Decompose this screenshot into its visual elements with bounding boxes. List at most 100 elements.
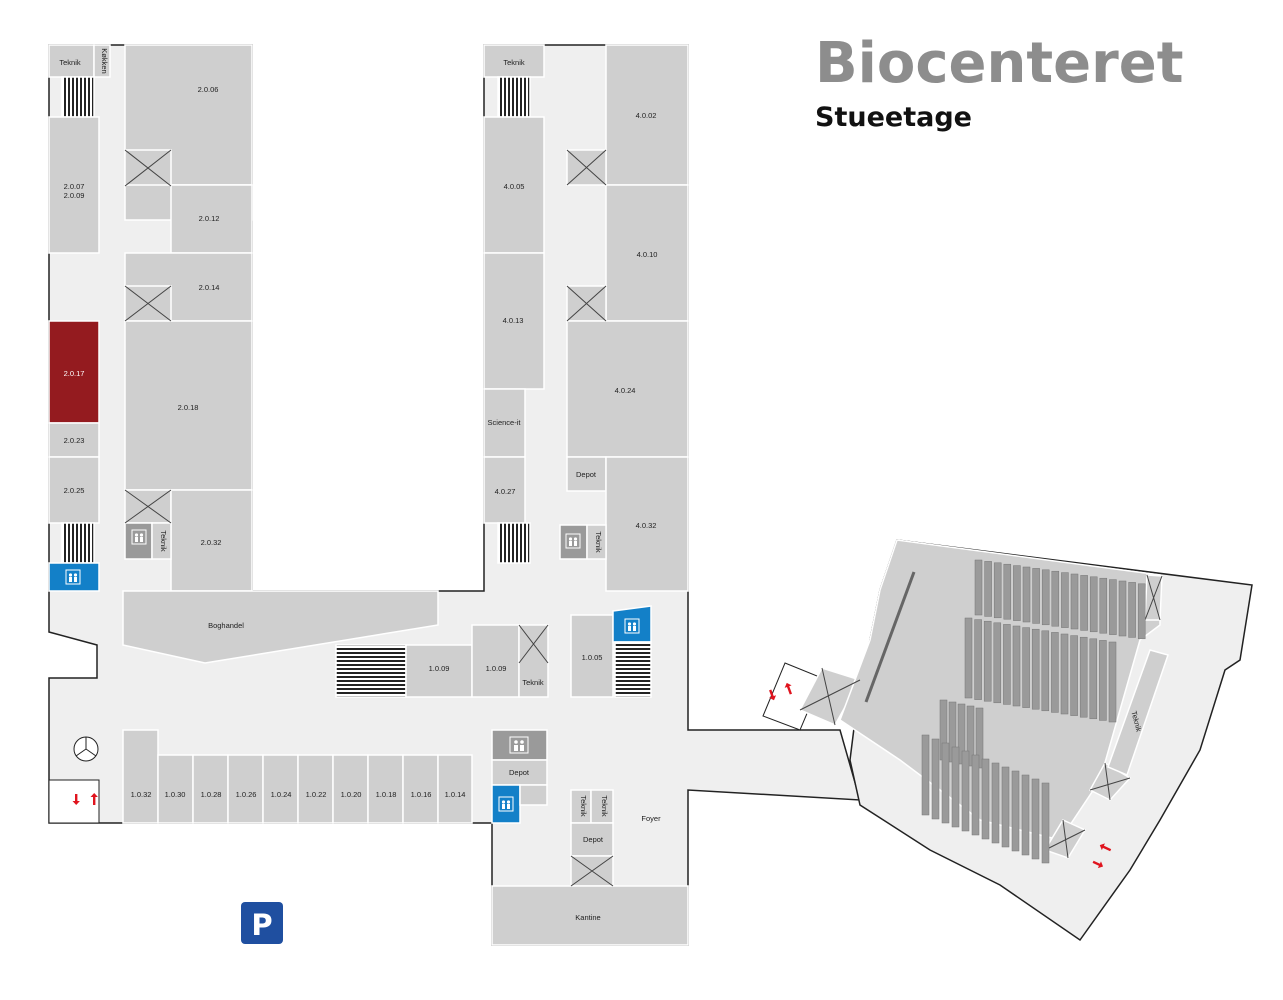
- room-teknik-c[interactable]: [518, 624, 549, 698]
- room-1-0-32[interactable]: [122, 729, 159, 824]
- room-2-0-23[interactable]: [48, 422, 100, 458]
- elevator-icon: [565, 533, 581, 549]
- room-4-0-05[interactable]: [483, 116, 545, 254]
- room-science-it[interactable]: [483, 388, 526, 458]
- room-1-0-26[interactable]: [227, 754, 264, 824]
- room-1-0-16[interactable]: [402, 754, 439, 824]
- west-shaft-crosses: [124, 149, 172, 524]
- label-teknik-w: Teknik: [159, 530, 168, 552]
- shaft-cross-s: [570, 855, 614, 887]
- room-kantine[interactable]: [491, 885, 689, 946]
- seat-row: [1031, 628, 1040, 710]
- elevator-blue-2[interactable]: [612, 605, 652, 643]
- elevator-gray-1[interactable]: [124, 522, 153, 560]
- label-4-0-02: 4.0.02: [636, 111, 657, 120]
- seat-row: [993, 562, 1002, 619]
- room-teknik-e[interactable]: [586, 524, 607, 560]
- room-1-0-18[interactable]: [367, 754, 404, 824]
- label-2-0-17: 2.0.17: [64, 369, 85, 378]
- floor-title: Stueetage: [815, 102, 972, 133]
- room-teknik-nw[interactable]: [48, 44, 95, 78]
- elevator-blue-3[interactable]: [491, 784, 521, 824]
- label-1-0-05: 1.0.05: [582, 653, 603, 662]
- room-4-0-10[interactable]: [605, 184, 689, 322]
- label-science-it: Science-it: [488, 418, 522, 427]
- label-4-0-32: 4.0.32: [636, 521, 657, 530]
- label-teknik-c: Teknik: [522, 678, 544, 687]
- seat-row: [1011, 770, 1020, 852]
- seat-row: [1080, 575, 1088, 631]
- seat-row: [966, 705, 975, 767]
- room-teknik-ne[interactable]: [483, 44, 545, 78]
- room-boghandel[interactable]: [122, 590, 439, 664]
- map-header: Biocenteret Stueetage: [815, 30, 1184, 133]
- room-depot-e[interactable]: [566, 456, 607, 492]
- label-1-0-09-b: 1.0.09: [486, 664, 507, 673]
- room-2-0-18[interactable]: [124, 320, 253, 491]
- room-4-0-13[interactable]: [483, 252, 545, 390]
- parking-sign[interactable]: P: [241, 902, 283, 944]
- label-2-0-14: 2.0.14: [199, 283, 220, 292]
- seat-row: [1041, 630, 1050, 712]
- room-1-0-28[interactable]: [192, 754, 229, 824]
- room-1-0-14[interactable]: [437, 754, 473, 824]
- room-2-0-17[interactable]: [48, 320, 100, 424]
- label-2-0-23: 2.0.23: [64, 436, 85, 445]
- stairs-e: [614, 641, 652, 698]
- room-1-0-09-b[interactable]: [471, 624, 520, 698]
- room-2-0-32[interactable]: [170, 489, 253, 592]
- room-depot-s2[interactable]: [570, 822, 614, 857]
- seat-row: [974, 619, 982, 700]
- room-small-s: [519, 784, 548, 806]
- seat-row: [971, 754, 980, 836]
- room-4-0-32[interactable]: [605, 456, 689, 592]
- room-4-0-02[interactable]: [605, 44, 689, 186]
- room-teknik-aud[interactable]: [1107, 649, 1169, 777]
- seat-row: [1013, 565, 1021, 621]
- seat-row: [1021, 774, 1030, 856]
- label-kantine: Kantine: [575, 913, 600, 922]
- room-2-0-12[interactable]: [170, 184, 253, 254]
- room-depot-s[interactable]: [491, 759, 548, 786]
- building-title: Biocenteret: [815, 31, 1184, 96]
- room-1-0-20[interactable]: [332, 754, 369, 824]
- auditorium-shaft-crosses: [799, 574, 1163, 859]
- room-kokken[interactable]: [93, 44, 111, 78]
- room-2-0-07[interactable]: [48, 116, 100, 254]
- label-1-0-28: 1.0.28: [201, 790, 222, 799]
- seat-row: [961, 750, 970, 832]
- elevator-gray-3[interactable]: [491, 729, 548, 761]
- stairs-central: [335, 644, 407, 698]
- revolving-door-icon[interactable]: [73, 736, 99, 762]
- room-4-0-27[interactable]: [483, 456, 526, 524]
- seat-row: [1061, 572, 1069, 628]
- label-2-0-12: 2.0.12: [199, 214, 220, 223]
- elevator-icon: [498, 796, 514, 812]
- label-teknik-s1: Teknik: [579, 795, 588, 817]
- label-4-0-24: 4.0.24: [615, 386, 636, 395]
- seat-row: [941, 742, 950, 824]
- label-1-0-09-a: 1.0.09: [429, 664, 450, 673]
- label-depot-s: Depot: [509, 768, 530, 777]
- stairs-ne: [497, 76, 531, 118]
- seat-row: [1022, 627, 1030, 708]
- room-1-0-24[interactable]: [262, 754, 299, 824]
- label-2-0-09: 2.0.09: [64, 191, 85, 200]
- label-teknik-e: Teknik: [594, 531, 603, 553]
- elevator-gray-2[interactable]: [559, 524, 588, 560]
- room-4-0-24[interactable]: [566, 320, 689, 458]
- east-shaft-crosses: [566, 149, 607, 322]
- room-2-0-25[interactable]: [48, 456, 100, 524]
- room-1-0-22[interactable]: [297, 754, 334, 824]
- seat-row: [1137, 583, 1146, 640]
- seat-row: [991, 762, 1000, 844]
- label-boghandel: Boghandel: [208, 621, 244, 630]
- room-1-0-30[interactable]: [157, 754, 194, 824]
- room-1-0-09-a[interactable]: [405, 644, 473, 698]
- seat-row: [1022, 566, 1031, 623]
- seat-row: [1031, 778, 1040, 860]
- room-teknik-w[interactable]: [151, 522, 172, 560]
- seat-row: [974, 559, 983, 616]
- room-1-0-05[interactable]: [570, 614, 614, 698]
